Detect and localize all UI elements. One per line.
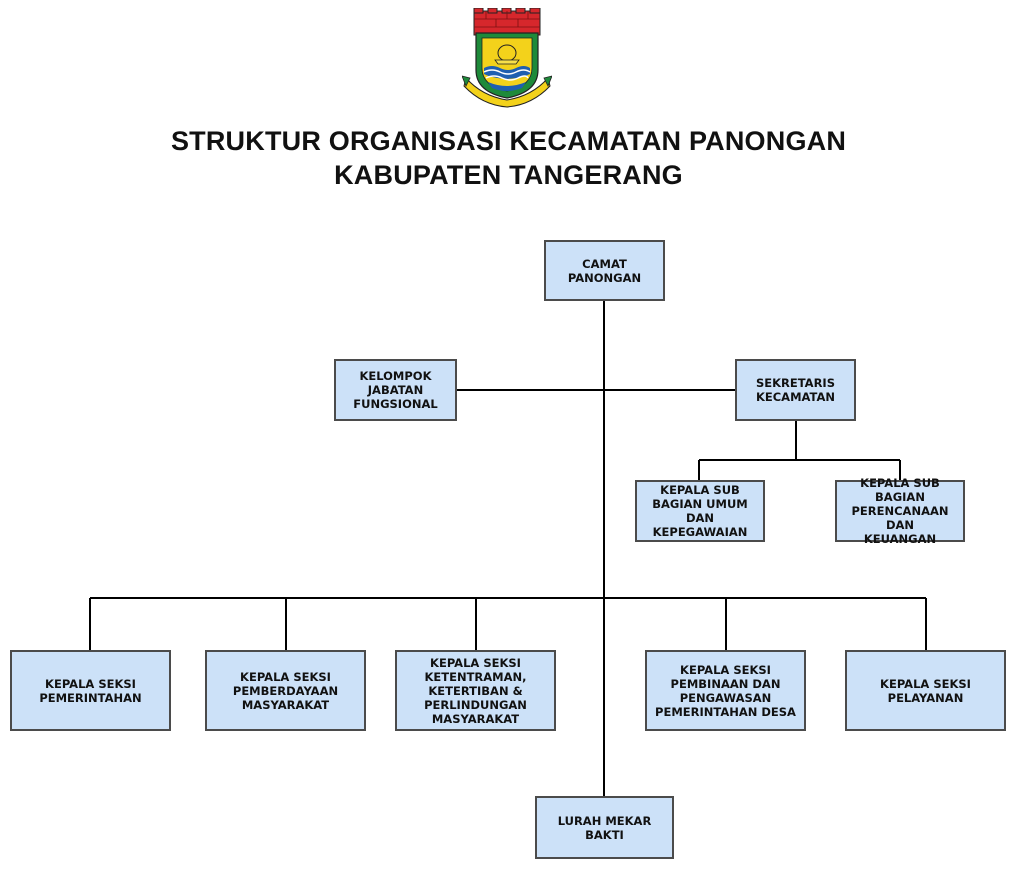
- motto-ribbon-icon: [462, 75, 552, 108]
- node-lurah-mekar-bakti: LURAH MEKAR BAKTI: [535, 796, 674, 859]
- node-label-line: KETENTRAMAN,: [424, 669, 527, 684]
- node-label-line: PEMBINAAN DAN: [670, 676, 781, 691]
- node-label-line: SEKRETARIS: [755, 376, 835, 390]
- node-label-line: KEPALA SUB: [660, 483, 740, 497]
- node-label-line: FUNGSIONAL: [353, 397, 438, 411]
- node-label-line: MASYARAKAT: [431, 711, 520, 726]
- kabupaten-tangerang-seal-logo: [462, 8, 552, 108]
- node-label-line: KEPALA SEKSI: [240, 669, 331, 684]
- node-label-line: PANONGAN: [567, 270, 642, 285]
- node-label-line: PEMERINTAHAN: [39, 690, 142, 705]
- node-label-line: PELAYANAN: [887, 690, 964, 705]
- brick-crown-icon: [473, 8, 541, 36]
- node-label: LURAH MEKAR BAKTI: [543, 814, 666, 842]
- node-label-line: JABATAN: [367, 383, 424, 397]
- shield-icon: [475, 32, 539, 99]
- page-title: STRUKTUR ORGANISASI KECAMATAN PANONGAN: [170, 126, 847, 156]
- node-label-line: BAGIAN UMUM DAN: [652, 497, 748, 525]
- node-label-line: BAGIAN: [875, 490, 925, 504]
- node-label-line: KEPEGAWAIAN: [652, 525, 748, 539]
- node-label-line: PEMERINTAHAN DESA: [655, 704, 796, 719]
- node-label-line: PENGAWASAN: [679, 690, 772, 705]
- page-subtitle: KABUPATEN TANGERANG: [334, 160, 683, 190]
- node-label-line: KEPALA SUB: [860, 476, 940, 490]
- node-label-line: CAMAT: [582, 256, 627, 271]
- node-label-line: KECAMATAN: [755, 390, 836, 404]
- node-label-line: KEPALA SEKSI: [880, 676, 971, 691]
- node-label-line: KETERTIBAN &: [428, 683, 523, 698]
- node-label-line: KEUANGAN: [863, 532, 937, 546]
- node-label-line: LURAH MEKAR BAKTI: [557, 813, 652, 842]
- node-label-line: PEMBERDAYAAN: [232, 683, 339, 698]
- node-label-line: KEPALA SEKSI: [680, 662, 771, 677]
- node-label-line: PERLINDUNGAN: [424, 697, 527, 712]
- node-label-line: KEPALA SEKSI: [45, 676, 136, 691]
- node-label-line: MASYARAKAT: [241, 697, 330, 712]
- node-label-line: KEPALA SEKSI: [430, 655, 521, 670]
- node-label-line: PERENCANAAN DAN: [851, 504, 949, 532]
- node-label-line: KELOMPOK: [359, 369, 432, 383]
